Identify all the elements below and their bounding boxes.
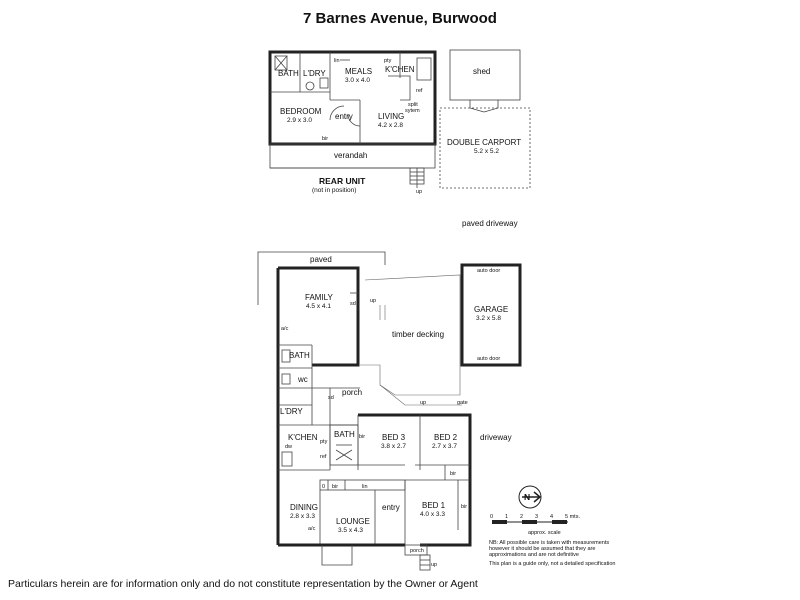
family-sd-label: sd	[350, 301, 356, 307]
strip-bir-label: bir	[332, 484, 338, 490]
rear-bedroom-dim: 2.9 x 3.0	[287, 117, 312, 124]
wc-label: wc	[297, 375, 308, 384]
strip-zero-label: 0	[322, 484, 325, 490]
rear-verandah-label: verandah	[334, 151, 367, 160]
rear-unit-subheading: (not in position)	[312, 187, 356, 194]
rear-ldry-label: L'DRY	[303, 69, 326, 78]
scale-tick-4: 4	[550, 514, 553, 520]
dining-label: DINING	[290, 503, 318, 512]
lounge-ac-label: a/c	[308, 526, 316, 532]
main-house: paved FAMILY 4.5 x 4.1 sd a/c BATH wc L'…	[257, 251, 522, 571]
deck-up-label: up	[370, 298, 376, 304]
driveway-label: driveway	[480, 433, 512, 442]
rear-kchen-label: K'CHEN	[385, 65, 415, 74]
rear-unit: BATH L'DRY MEALS 3.0 x 4.0 K'CHEN lin pt…	[268, 50, 437, 195]
porch-sd-label: sd	[328, 395, 334, 401]
rear-system-label: sytem	[405, 108, 420, 114]
front-up-label: up	[431, 562, 437, 568]
shed-outline	[449, 49, 521, 101]
bath-2-bir-label: bir	[359, 434, 365, 440]
rear-up-label: up	[416, 189, 422, 195]
garage-dim: 3.2 x 5.8	[476, 315, 501, 322]
bed-1-dim: 4.0 x 3.3	[420, 511, 445, 518]
lounge-dim: 3.5 x 4.3	[338, 527, 363, 534]
scale-label: approx. scale	[528, 530, 561, 536]
rear-bir-label: bir	[322, 136, 328, 142]
bed-1-label: BED 1	[422, 501, 446, 510]
kitchen-ref-label: ref	[320, 454, 327, 460]
carport-outline	[439, 107, 531, 189]
strip-linen-label: lin	[362, 484, 368, 490]
rear-meals-label: MEALS	[345, 67, 372, 76]
family-ac-label: a/c	[281, 326, 289, 332]
garage-auto-door-bottom: auto door	[477, 356, 500, 362]
bed-3-label: BED 3	[382, 433, 406, 442]
scale-tick-0: 0	[490, 514, 493, 520]
family-dim: 4.5 x 4.1	[306, 303, 331, 310]
bed-3-dim: 3.8 x 2.7	[381, 443, 406, 450]
note-line-2: however it should be assumed that they a…	[489, 546, 595, 552]
north-label: N	[524, 492, 530, 502]
outbuildings: shed DOUBLE CARPORT 5.2 x 5.2 paved driv…	[439, 49, 531, 228]
paved-driveway-label: paved driveway	[462, 219, 518, 228]
rear-split-label: split	[408, 102, 418, 108]
dining-dim: 2.8 x 3.3	[290, 513, 315, 520]
garage-outline	[460, 263, 522, 367]
family-label: FAMILY	[305, 293, 334, 302]
garage-label: GARAGE	[474, 305, 508, 314]
bath-2-label: BATH	[334, 430, 355, 439]
front-porch-label: porch	[410, 548, 424, 554]
note-line-4: This plan is a guide only, not a detaile…	[489, 561, 615, 567]
rear-bedroom-label: BEDROOM	[280, 107, 322, 116]
bed-2-bir-label: bir	[450, 471, 456, 477]
note-line-3: approximations and are not definitive	[489, 552, 579, 558]
page-title: 7 Barnes Avenue, Burwood	[303, 10, 497, 27]
rear-entry-label: entry	[335, 112, 353, 121]
kitchen-pty-label: pty	[320, 439, 328, 445]
bed-2-label: BED 2	[434, 433, 458, 442]
deck-up-2-label: up	[420, 400, 426, 406]
garage-auto-door-top: auto door	[477, 268, 500, 274]
carport-dim: 5.2 x 5.2	[474, 148, 499, 155]
bath-1-label: BATH	[289, 351, 310, 360]
kitchen-dw-label: dw	[285, 444, 292, 450]
kitchen-label: K'CHEN	[288, 433, 318, 442]
bed-2-dim: 2.7 x 3.7	[432, 443, 457, 450]
scale-tick-5: 5 mts.	[565, 514, 580, 520]
footer-disclaimer: Particulars herein are for information o…	[8, 578, 478, 590]
paved-label: paved	[310, 255, 332, 264]
gate-label: gate	[457, 400, 468, 406]
entry-label: entry	[382, 503, 400, 512]
scale-tick-2: 2	[520, 514, 523, 520]
rear-living-label: LIVING	[378, 112, 404, 121]
rear-bath-label: BATH	[278, 69, 299, 78]
shed-label: shed	[473, 67, 490, 76]
rear-lin-label: lin	[334, 58, 340, 64]
porch-label: porch	[342, 388, 362, 397]
rear-living-dim: 4.2 x 2.8	[378, 122, 403, 129]
scale-tick-3: 3	[535, 514, 538, 520]
rear-ref-label: ref	[416, 88, 423, 94]
rear-meals-dim: 3.0 x 4.0	[345, 77, 370, 84]
note-line-1: NB: All possible care is taken with meas…	[489, 540, 609, 546]
bed-1-bir-label: bir	[461, 504, 467, 510]
rear-pty-label: pty	[384, 58, 392, 64]
lounge-label: LOUNGE	[336, 517, 370, 526]
carport-label: DOUBLE CARPORT	[447, 138, 521, 147]
legend: N 0 1 2 3 4 5 mts. approx. scale NB: All…	[489, 485, 615, 567]
timber-decking-label: timber decking	[392, 330, 444, 339]
scale-tick-1: 1	[505, 514, 508, 520]
ldry-label: L'DRY	[280, 407, 303, 416]
rear-unit-heading: REAR UNIT	[319, 176, 366, 186]
